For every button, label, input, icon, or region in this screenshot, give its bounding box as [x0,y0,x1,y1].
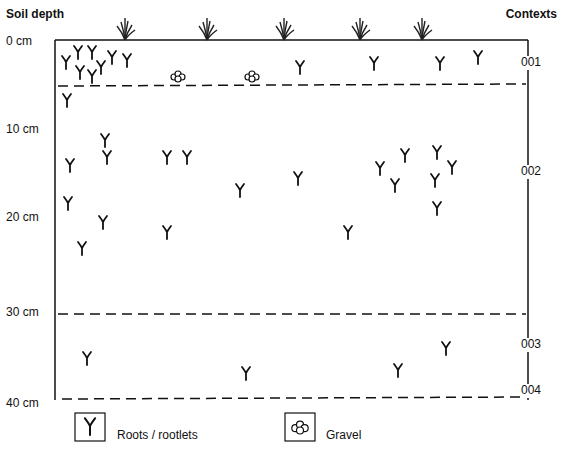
root-symbol [474,51,482,64]
root-symbol [66,159,74,172]
root-symbol [242,367,250,380]
root-symbol [448,161,456,174]
root-symbol [62,56,70,69]
root-symbol [76,66,84,79]
root-symbol [88,70,96,83]
root-symbol [97,61,105,74]
profile-frame [55,40,528,400]
legend-text: Gravel [325,429,362,443]
root-symbol [64,197,72,210]
root-symbol [83,352,91,365]
root-symbol [296,61,304,74]
context-number: 003 [520,338,542,352]
roots [62,46,482,380]
root-symbol [236,184,244,197]
legend-swatch [75,413,105,441]
root-symbol [103,151,111,164]
root-symbol [99,216,107,229]
root-symbol [163,226,171,239]
root-symbol [391,179,399,192]
depth-tick: 0 cm [5,35,33,49]
root-symbol [376,162,384,175]
root-symbol [74,46,82,59]
root-symbol [108,51,116,64]
root-symbol [436,57,444,70]
root-symbol [433,146,441,159]
root-symbol [78,242,86,255]
context-boundary [62,397,526,399]
root-symbol [294,172,302,185]
context-boundary [58,313,526,315]
legend-text: Roots / rootlets [116,429,199,443]
root-symbol [344,226,352,239]
legend-swatch [285,413,315,441]
root-symbol [183,151,191,164]
depth-tick: 40 cm [5,397,40,411]
depth-tick: 30 cm [5,306,40,320]
root-symbol [63,94,71,107]
root-symbol [394,364,402,377]
root-symbol [370,57,378,70]
context-number: 004 [520,384,542,398]
context-number: 002 [520,165,542,179]
root-symbol [401,149,409,162]
root-symbol [123,54,131,67]
column-title: Contexts [505,8,558,22]
root-symbol [163,151,171,164]
root-symbol [101,134,109,147]
depth-tick: 10 cm [5,123,40,137]
context-number: 001 [520,56,542,70]
axis-title: Soil depth [5,8,65,22]
root-symbol [433,202,441,215]
root-symbol [442,342,450,355]
gravel [171,71,259,82]
depth-tick: 20 cm [5,211,40,225]
grass-tufts [117,18,432,40]
root-symbol [88,46,96,59]
root-symbol [431,174,439,187]
context-boundary [58,84,526,86]
